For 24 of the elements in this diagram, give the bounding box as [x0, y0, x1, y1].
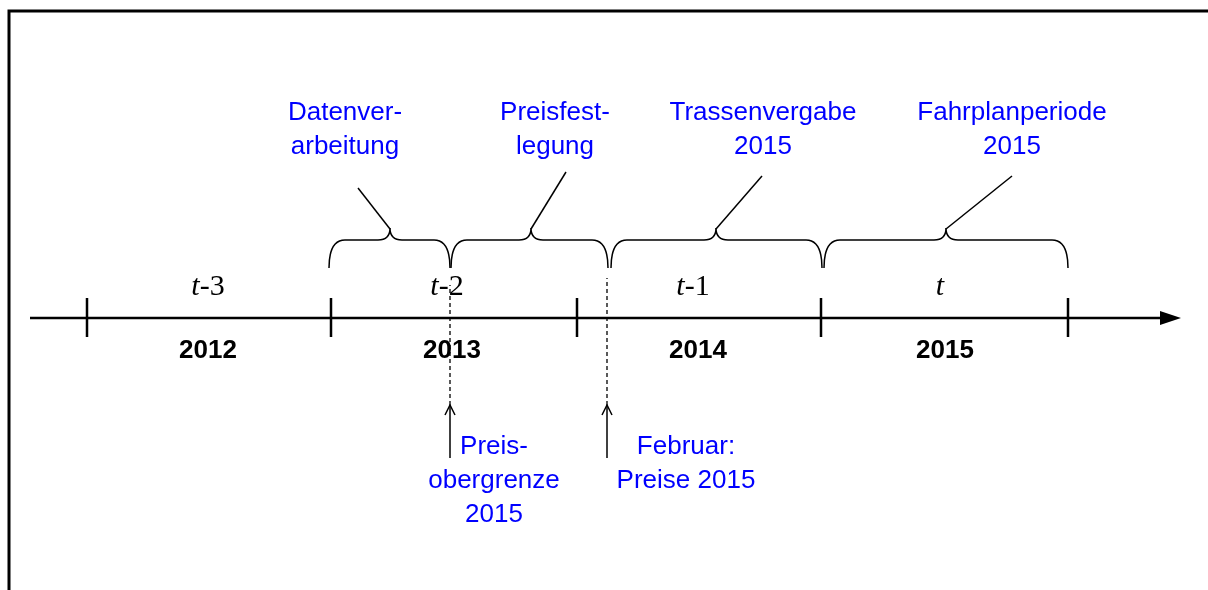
curly-brace — [327, 228, 452, 270]
curly-brace — [449, 228, 610, 270]
arrow — [601, 404, 613, 459]
period-label: t-3 — [190, 268, 226, 302]
year-label: 2012 — [178, 334, 238, 365]
leader-line — [357, 187, 391, 230]
annotation-text: Preis- obergrenze 2015 — [404, 428, 584, 530]
year-label: 2013 — [422, 334, 482, 365]
period-label: t — [934, 268, 946, 302]
year-label: 2014 — [668, 334, 728, 365]
period-label: t-1 — [675, 268, 711, 302]
leader-line — [945, 175, 1013, 230]
curly-brace — [822, 228, 1070, 270]
year-label: 2015 — [915, 334, 975, 365]
leader-line — [530, 171, 567, 230]
arrow — [444, 404, 456, 459]
curly-brace — [609, 228, 824, 270]
annotation-text: Februar: Preise 2015 — [606, 428, 766, 496]
leader-line — [715, 175, 763, 230]
annotation-text: Preisfest- legung — [475, 94, 635, 162]
annotation-text: Trassenvergabe 2015 — [648, 94, 878, 162]
annotation-text: Fahrplanperiode 2015 — [888, 94, 1136, 162]
annotation-text: Datenver- arbeitung — [260, 94, 430, 162]
period-label: t-2 — [429, 268, 465, 302]
